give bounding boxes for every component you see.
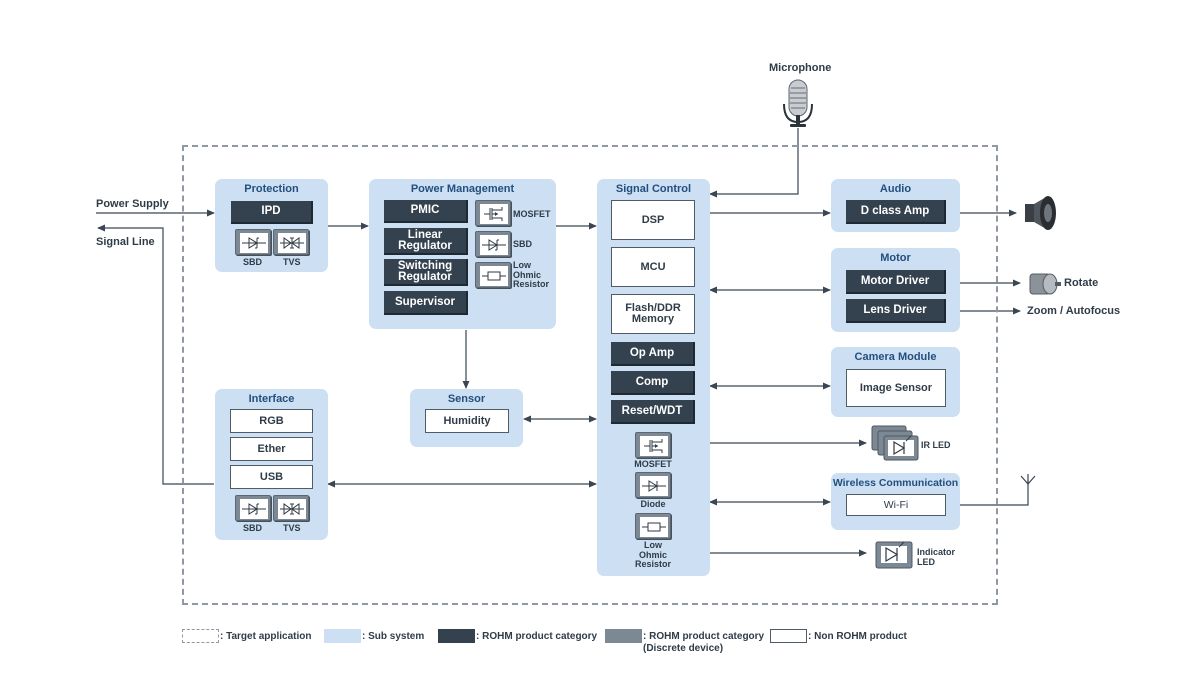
sc-low-ohmic-resistor-label: Low Ohmic Resistor	[634, 540, 671, 569]
op-amp-block: Op Amp	[611, 342, 695, 366]
indicator-led-label: Indicator LED	[917, 547, 956, 567]
legend-rohm-label: : ROHM product category	[476, 631, 598, 642]
tvs-label: TVS	[283, 257, 301, 267]
tvs-device	[273, 229, 309, 255]
interface-title: Interface	[248, 393, 295, 405]
dsp-block: DSP	[611, 200, 695, 240]
comp-block: Comp	[611, 371, 695, 395]
audio-title: Audio	[879, 183, 912, 195]
mosfet-device	[475, 200, 511, 226]
diode-icon	[640, 476, 668, 496]
resistor-icon	[640, 517, 668, 537]
legend-target-label: : Target application	[220, 631, 312, 642]
reset-wdt-block: Reset/WDT	[611, 400, 695, 424]
switching-regulator-block: Switching Regulator	[384, 259, 468, 286]
legend-sub-label: : Sub system	[362, 631, 425, 642]
power-management-title: Power Management	[410, 183, 515, 195]
lens-driver-block: Lens Driver	[846, 299, 946, 323]
antenna-icon	[1020, 474, 1036, 485]
sc-diode-device	[635, 472, 671, 498]
mosfet-icon	[640, 436, 668, 456]
microphone-label: Microphone	[769, 62, 832, 74]
legend-target-swatch	[182, 629, 219, 643]
target-application-frame	[182, 145, 998, 605]
wireless-communication-title: Wireless Communication	[832, 477, 959, 489]
protection-title: Protection	[244, 183, 299, 195]
rotate-label: Rotate	[1064, 277, 1099, 289]
zoom-autofocus-label: Zoom / Autofocus	[1027, 305, 1121, 317]
legend-non-rohm-label: : Non ROHM product	[808, 631, 907, 642]
diode-icon	[480, 235, 508, 255]
legend-rohm-swatch	[438, 629, 475, 643]
pmic-block: PMIC	[384, 200, 468, 223]
image-sensor-block: Image Sensor	[846, 369, 946, 407]
legend-discrete-swatch	[605, 629, 642, 643]
power-supply-label: Power Supply	[96, 198, 169, 210]
if-sbd-device	[235, 495, 271, 521]
sc-diode-label: Diode	[640, 499, 666, 509]
sbd-device	[235, 229, 271, 255]
motor-driver-block: Motor Driver	[846, 270, 946, 294]
sc-resistor-device	[635, 513, 671, 539]
indicator-led-icon	[875, 541, 913, 569]
signal-line-label: Signal Line	[96, 236, 155, 248]
ir-led-label: IR LED	[921, 440, 951, 450]
if-tvs-label: TVS	[283, 523, 301, 533]
sbd-label: SBD	[243, 257, 263, 267]
supervisor-block: Supervisor	[384, 291, 468, 315]
flash-ddr-memory-block: Flash/DDR Memory	[611, 294, 695, 334]
pm-sbd-device	[475, 231, 511, 257]
wifi-block: Wi-Fi	[846, 494, 946, 516]
ir-led-icon	[871, 425, 919, 461]
sc-mosfet-device	[635, 432, 671, 458]
protection-subsystem: Protection	[215, 179, 328, 272]
mosfet-label: MOSFET	[513, 209, 551, 219]
tvs-icon	[278, 499, 306, 519]
pm-low-ohmic-resistor-label: Low Ohmic Resistor	[513, 260, 550, 289]
humidity-block: Humidity	[425, 409, 509, 433]
rgb-block: RGB	[230, 409, 313, 433]
usb-block: USB	[230, 465, 313, 489]
linear-regulator-block: Linear Regulator	[384, 228, 468, 255]
motor-title: Motor	[880, 252, 911, 264]
legend-sub-swatch	[324, 629, 361, 643]
ipd-block: IPD	[231, 201, 313, 224]
legend-discrete-label: : ROHM product category (Discrete device…	[643, 631, 765, 654]
legend-non-rohm-swatch	[770, 629, 807, 643]
if-tvs-device	[273, 495, 309, 521]
diode-icon	[240, 499, 268, 519]
resistor-icon	[480, 266, 508, 286]
mosfet-icon	[480, 204, 508, 224]
mcu-block: MCU	[611, 247, 695, 287]
pm-sbd-label: SBD	[513, 239, 533, 249]
tvs-icon	[278, 233, 306, 253]
signal-control-title: Signal Control	[615, 183, 692, 195]
if-sbd-label: SBD	[243, 523, 263, 533]
motor-icon	[1029, 273, 1061, 295]
pm-resistor-device	[475, 262, 511, 288]
sc-mosfet-label: MOSFET	[634, 459, 672, 469]
camera-module-title: Camera Module	[854, 351, 937, 363]
ether-block: Ether	[230, 437, 313, 461]
diode-icon	[240, 233, 268, 253]
microphone-icon	[783, 79, 813, 127]
d-class-amp-block: D class Amp	[846, 200, 946, 224]
speaker-icon	[1025, 196, 1056, 230]
sensor-title: Sensor	[447, 393, 486, 405]
